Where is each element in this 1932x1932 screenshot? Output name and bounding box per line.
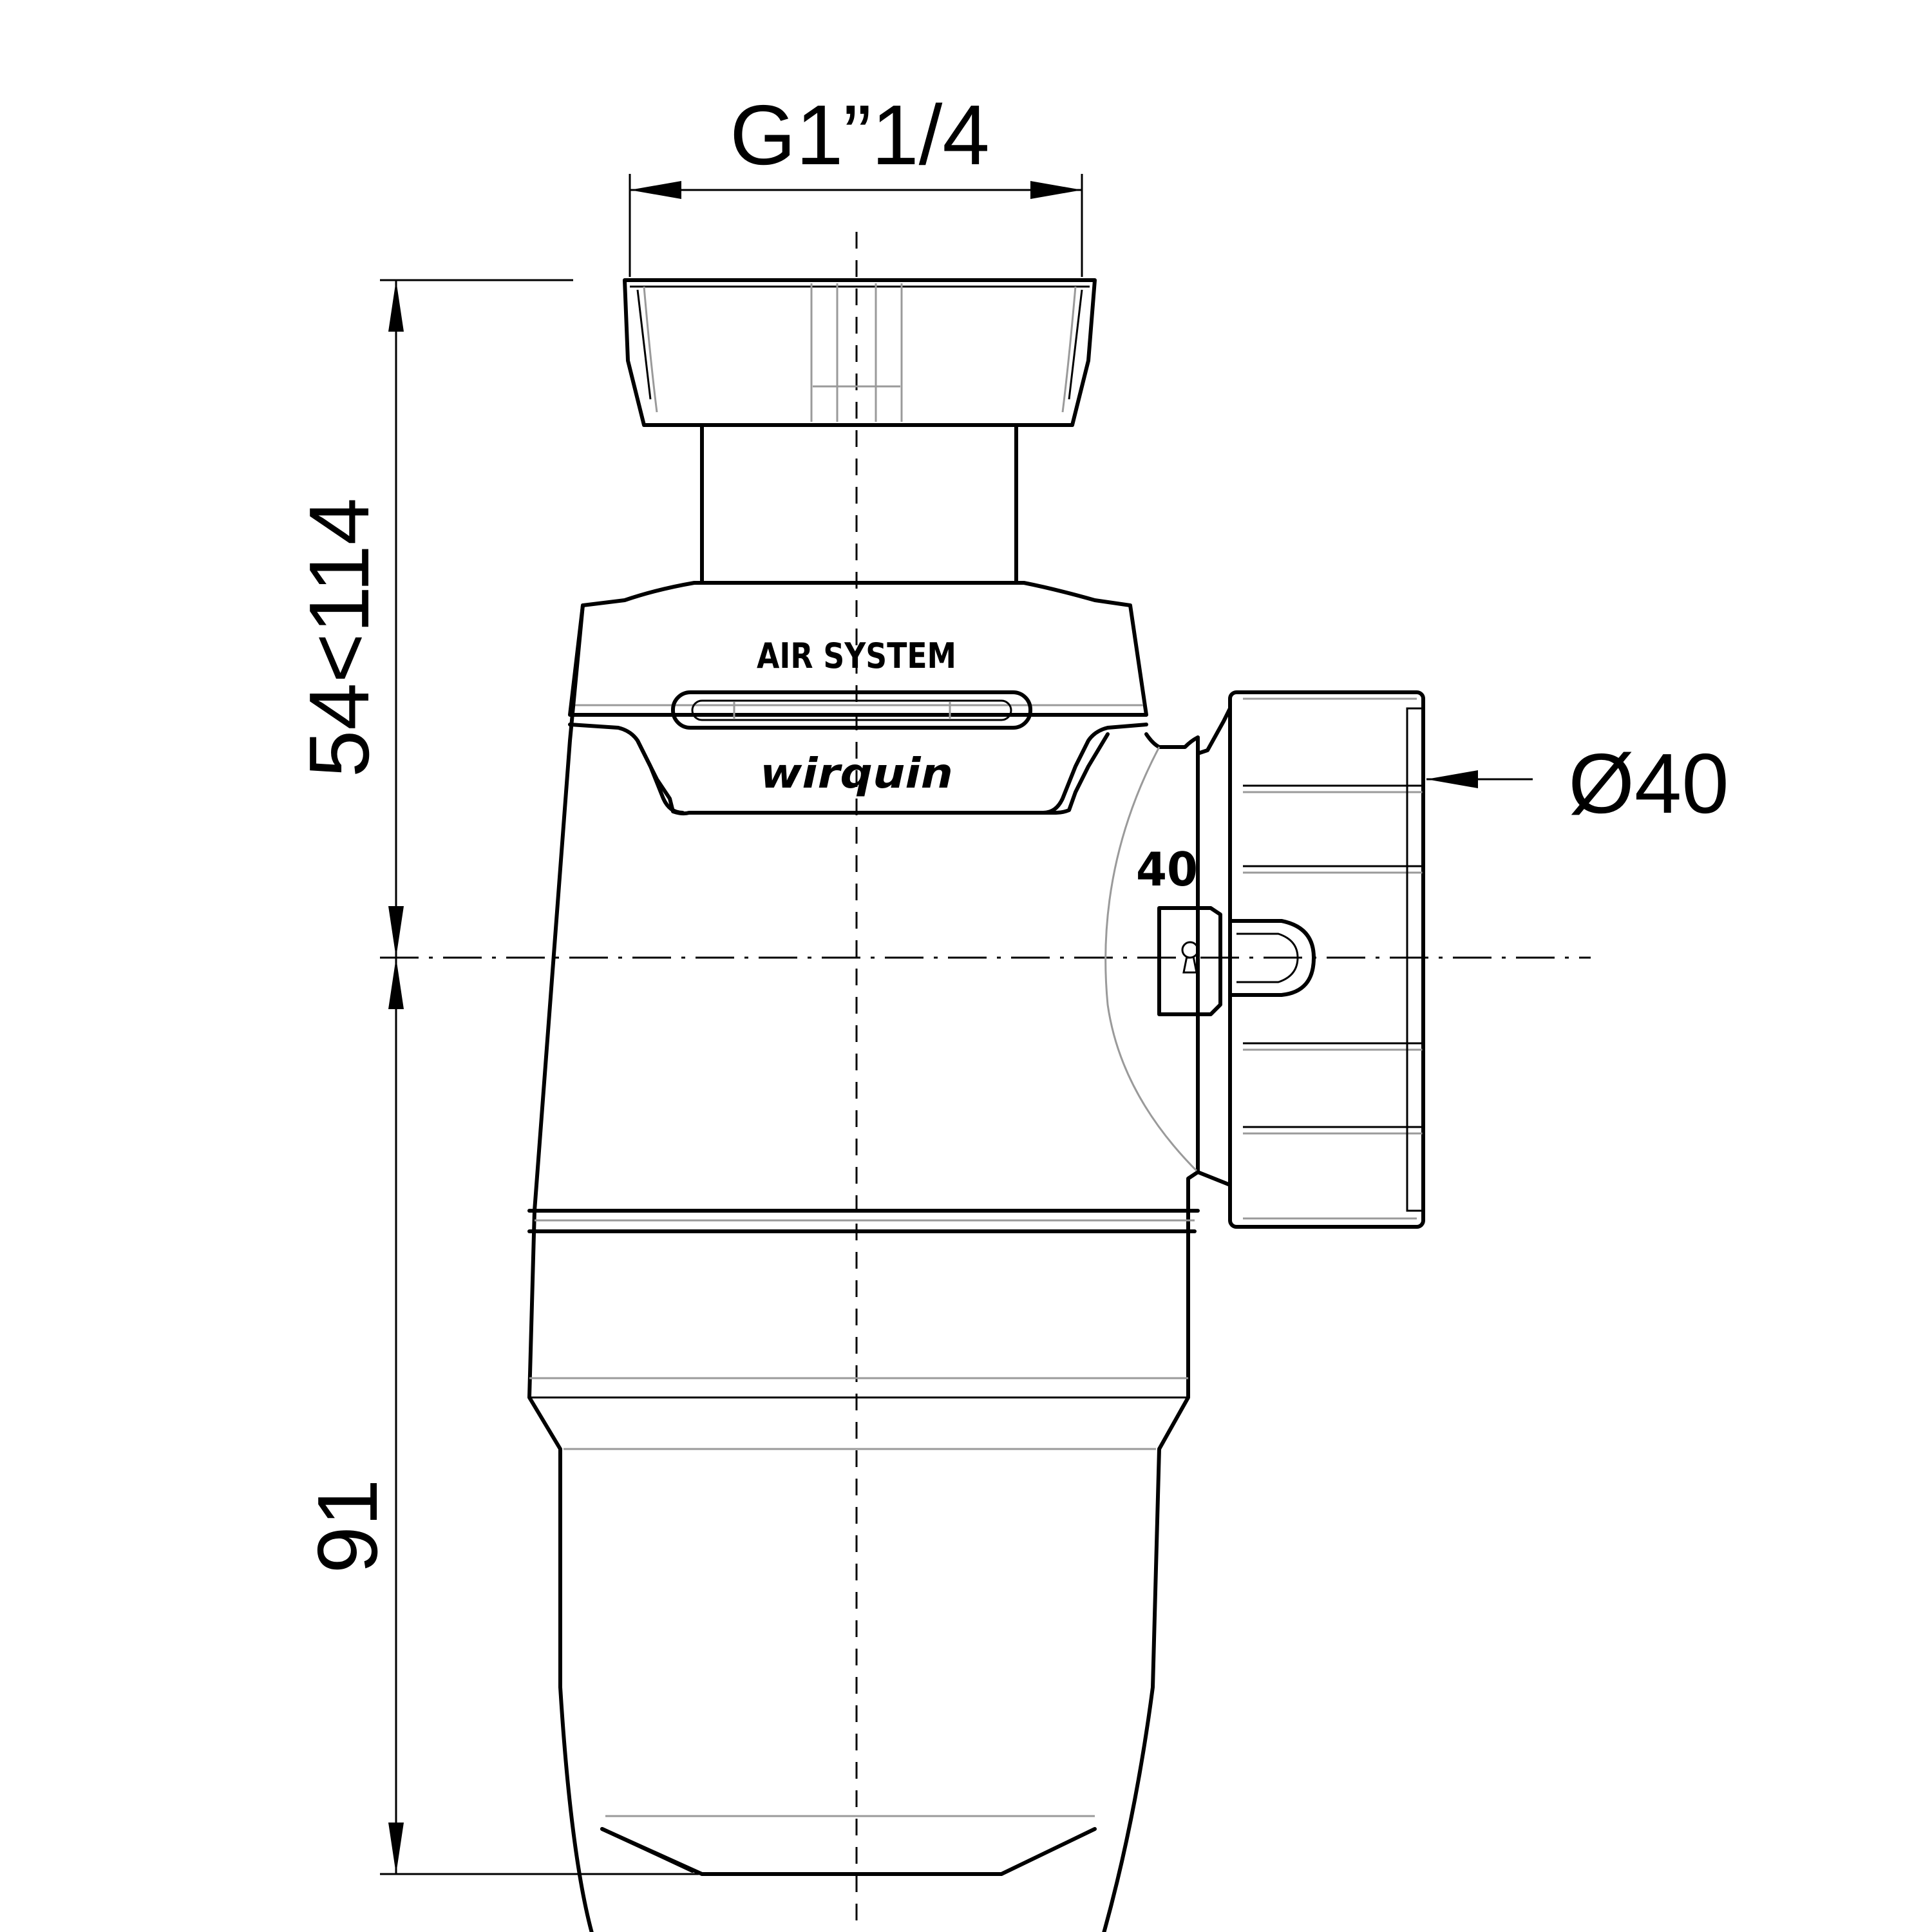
brand-logo-text: wirquin (760, 750, 953, 798)
air-vent-slot (671, 690, 1032, 730)
lower-height-label: 91 (300, 1479, 395, 1574)
keyhole-clip (1157, 906, 1316, 1016)
outlet-diameter-label: Ø40 (1568, 736, 1729, 831)
siphon-body (527, 603, 1200, 1932)
body-bottom (600, 1815, 1097, 1876)
thread-dimension: G1”1/4 (629, 88, 1083, 277)
thread-size-label: G1”1/4 (730, 88, 990, 182)
outlet-diameter-dimension: Ø40 (1426, 736, 1729, 831)
air-system-label: AIR SYSTEM (757, 636, 956, 676)
top-coupling-nut (623, 278, 1097, 427)
outlet-size-marking: 40 (1136, 842, 1198, 896)
lower-height-dimension: 91 (300, 958, 699, 1875)
side-outlet-nut (1104, 690, 1425, 1229)
tailpiece-tube (700, 423, 1018, 585)
height-adjust-label: 54<114 (292, 498, 386, 777)
height-adjust-dimension: 54<114 (292, 279, 573, 958)
brand-badge-panel (568, 723, 1148, 816)
